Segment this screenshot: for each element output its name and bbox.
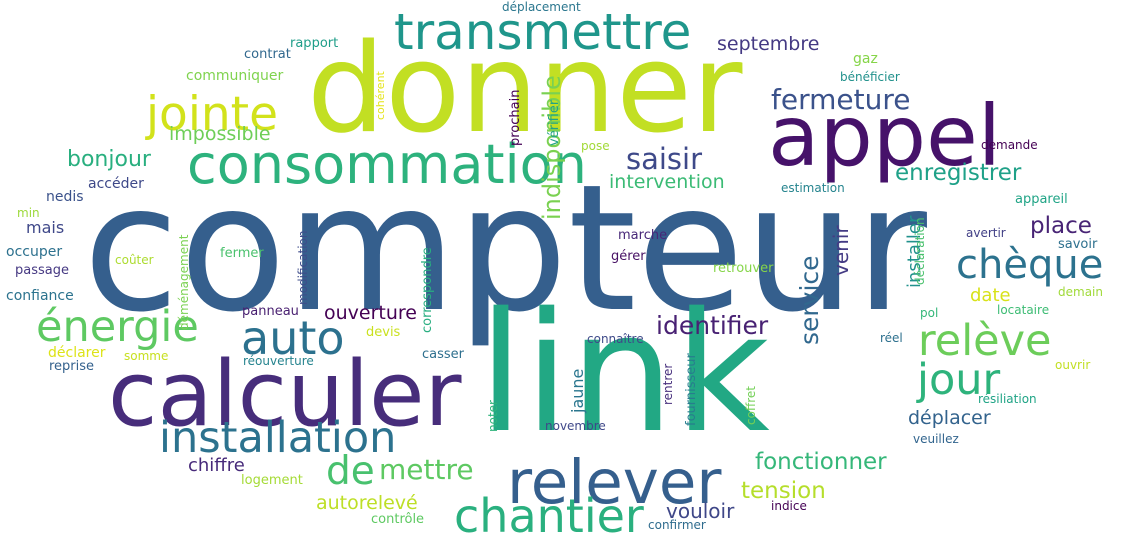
word-vouloir: vouloir <box>666 499 735 523</box>
word-demenagement: déménagement <box>177 234 191 330</box>
word-estimation: estimation <box>781 181 845 195</box>
word-venir: venir <box>829 225 853 276</box>
word-auto: auto <box>241 311 345 365</box>
word-donner: donner <box>307 18 743 161</box>
word-reel: réel <box>880 331 903 345</box>
word-rapport: rapport <box>290 36 339 51</box>
word-passage: passage <box>15 263 69 278</box>
word-fonctionner: fonctionner <box>755 449 887 475</box>
word-confiance: confiance <box>6 288 74 304</box>
word-pose: pose <box>581 139 610 153</box>
word-identifier: identifier <box>656 311 769 340</box>
word-tension: tension <box>741 478 826 504</box>
word-demande: demande <box>981 138 1038 152</box>
word-reouverture: réouverture <box>243 354 314 368</box>
word-contrat: contrat <box>244 47 291 62</box>
word-marche: marche <box>618 228 668 243</box>
word-confirmer: confirmer <box>648 518 706 532</box>
word-mettre: mettre <box>379 453 474 486</box>
word-acceder: accéder <box>88 176 144 192</box>
word-gaz: gaz <box>853 51 878 67</box>
word-coffret: coffret <box>744 386 758 425</box>
word-jaune: jaune <box>568 368 587 413</box>
word-cheque: chèque <box>956 242 1104 288</box>
word-bonjour: bonjour <box>67 147 151 172</box>
word-date: date <box>970 285 1011 306</box>
word-releve: relève <box>918 316 1052 366</box>
word-connaitre: connaître <box>587 332 644 346</box>
word-deplacement: déplacement <box>502 0 581 14</box>
word-autoreleve: autorelevé <box>316 492 418 514</box>
word-controle: contrôle <box>371 512 425 527</box>
word-impossible: impossible <box>169 123 271 145</box>
word-beneficier: bénéficier <box>840 70 900 84</box>
word-communiquer: communiquer <box>186 68 284 84</box>
word-panneau: panneau <box>242 304 299 319</box>
word-chantier: chantier <box>454 489 644 543</box>
word-devis: devis <box>366 325 401 340</box>
word-compteur: compteur <box>83 148 927 351</box>
word-couter: coûter <box>115 253 154 267</box>
word-gerer: gérer <box>611 249 646 264</box>
word-transmettre: transmettre <box>394 3 692 61</box>
word-pol: pol <box>920 306 939 320</box>
word-fermeture: fermeture <box>771 83 911 116</box>
word-appel: appel <box>768 87 1002 185</box>
word-declaration: déclaration <box>913 217 927 285</box>
word-coherent: cohérent <box>374 71 387 120</box>
word-savoir: savoir <box>1058 237 1098 252</box>
word-mais: mais <box>26 218 65 237</box>
word-logement: logement <box>241 473 303 488</box>
word-fournisseur: fournisseur <box>684 353 699 426</box>
word-service: service <box>795 255 824 345</box>
word-saisir: saisir <box>626 142 703 176</box>
word-ouverture: ouverture <box>324 302 417 324</box>
word-calculer: calculer <box>108 342 462 447</box>
word-veuillez: veuillez <box>913 432 959 446</box>
word-resiliation: résiliation <box>978 392 1037 406</box>
word-appareil: appareil <box>1015 192 1068 207</box>
word-avertir: avertir <box>966 226 1006 240</box>
word-link: link <box>478 277 770 469</box>
word-indice: indice <box>771 499 807 513</box>
word-ouvrir: ouvrir <box>1055 358 1091 372</box>
word-somme: somme <box>124 349 169 363</box>
word-prochain: prochain <box>508 89 523 146</box>
word-declarer: déclarer <box>48 345 106 361</box>
word-occuper: occuper <box>6 244 63 260</box>
word-novembre: novembre <box>545 419 606 433</box>
word-place: place <box>1030 213 1092 239</box>
word-locataire: locataire <box>997 303 1050 317</box>
word-chiffre: chiffre <box>188 455 245 476</box>
word-casser: casser <box>422 347 465 362</box>
word-rentrer: rentrer <box>661 363 675 405</box>
word-retrouver: retrouver <box>713 261 774 276</box>
word-reprise: reprise <box>49 359 95 374</box>
word-verifier: vérifier <box>547 99 562 146</box>
word-septembre: septembre <box>717 33 820 55</box>
word-indisponible: indisponible <box>538 75 566 220</box>
word-de: de <box>326 449 375 494</box>
word-deplacer: déplacer <box>908 407 991 429</box>
word-relever: relever <box>507 447 722 518</box>
word-nedis: nedis <box>46 189 84 205</box>
word-energie: énergie <box>36 302 199 352</box>
word-modification: modification <box>296 230 310 305</box>
word-jour: jour <box>917 355 1001 405</box>
word-correspondre: correspondre <box>420 247 435 333</box>
word-noter: noter <box>486 400 500 432</box>
word-fermer: fermer <box>220 246 264 261</box>
word-demain: demain <box>1058 285 1103 299</box>
word-enregistrer: enregistrer <box>895 160 1022 186</box>
word-installation: installation <box>159 413 397 463</box>
word-min: min <box>17 206 40 220</box>
word-jointe: jointe <box>146 87 279 142</box>
word-intervention: intervention <box>609 171 725 193</box>
word-consommation: consommation <box>187 133 587 196</box>
